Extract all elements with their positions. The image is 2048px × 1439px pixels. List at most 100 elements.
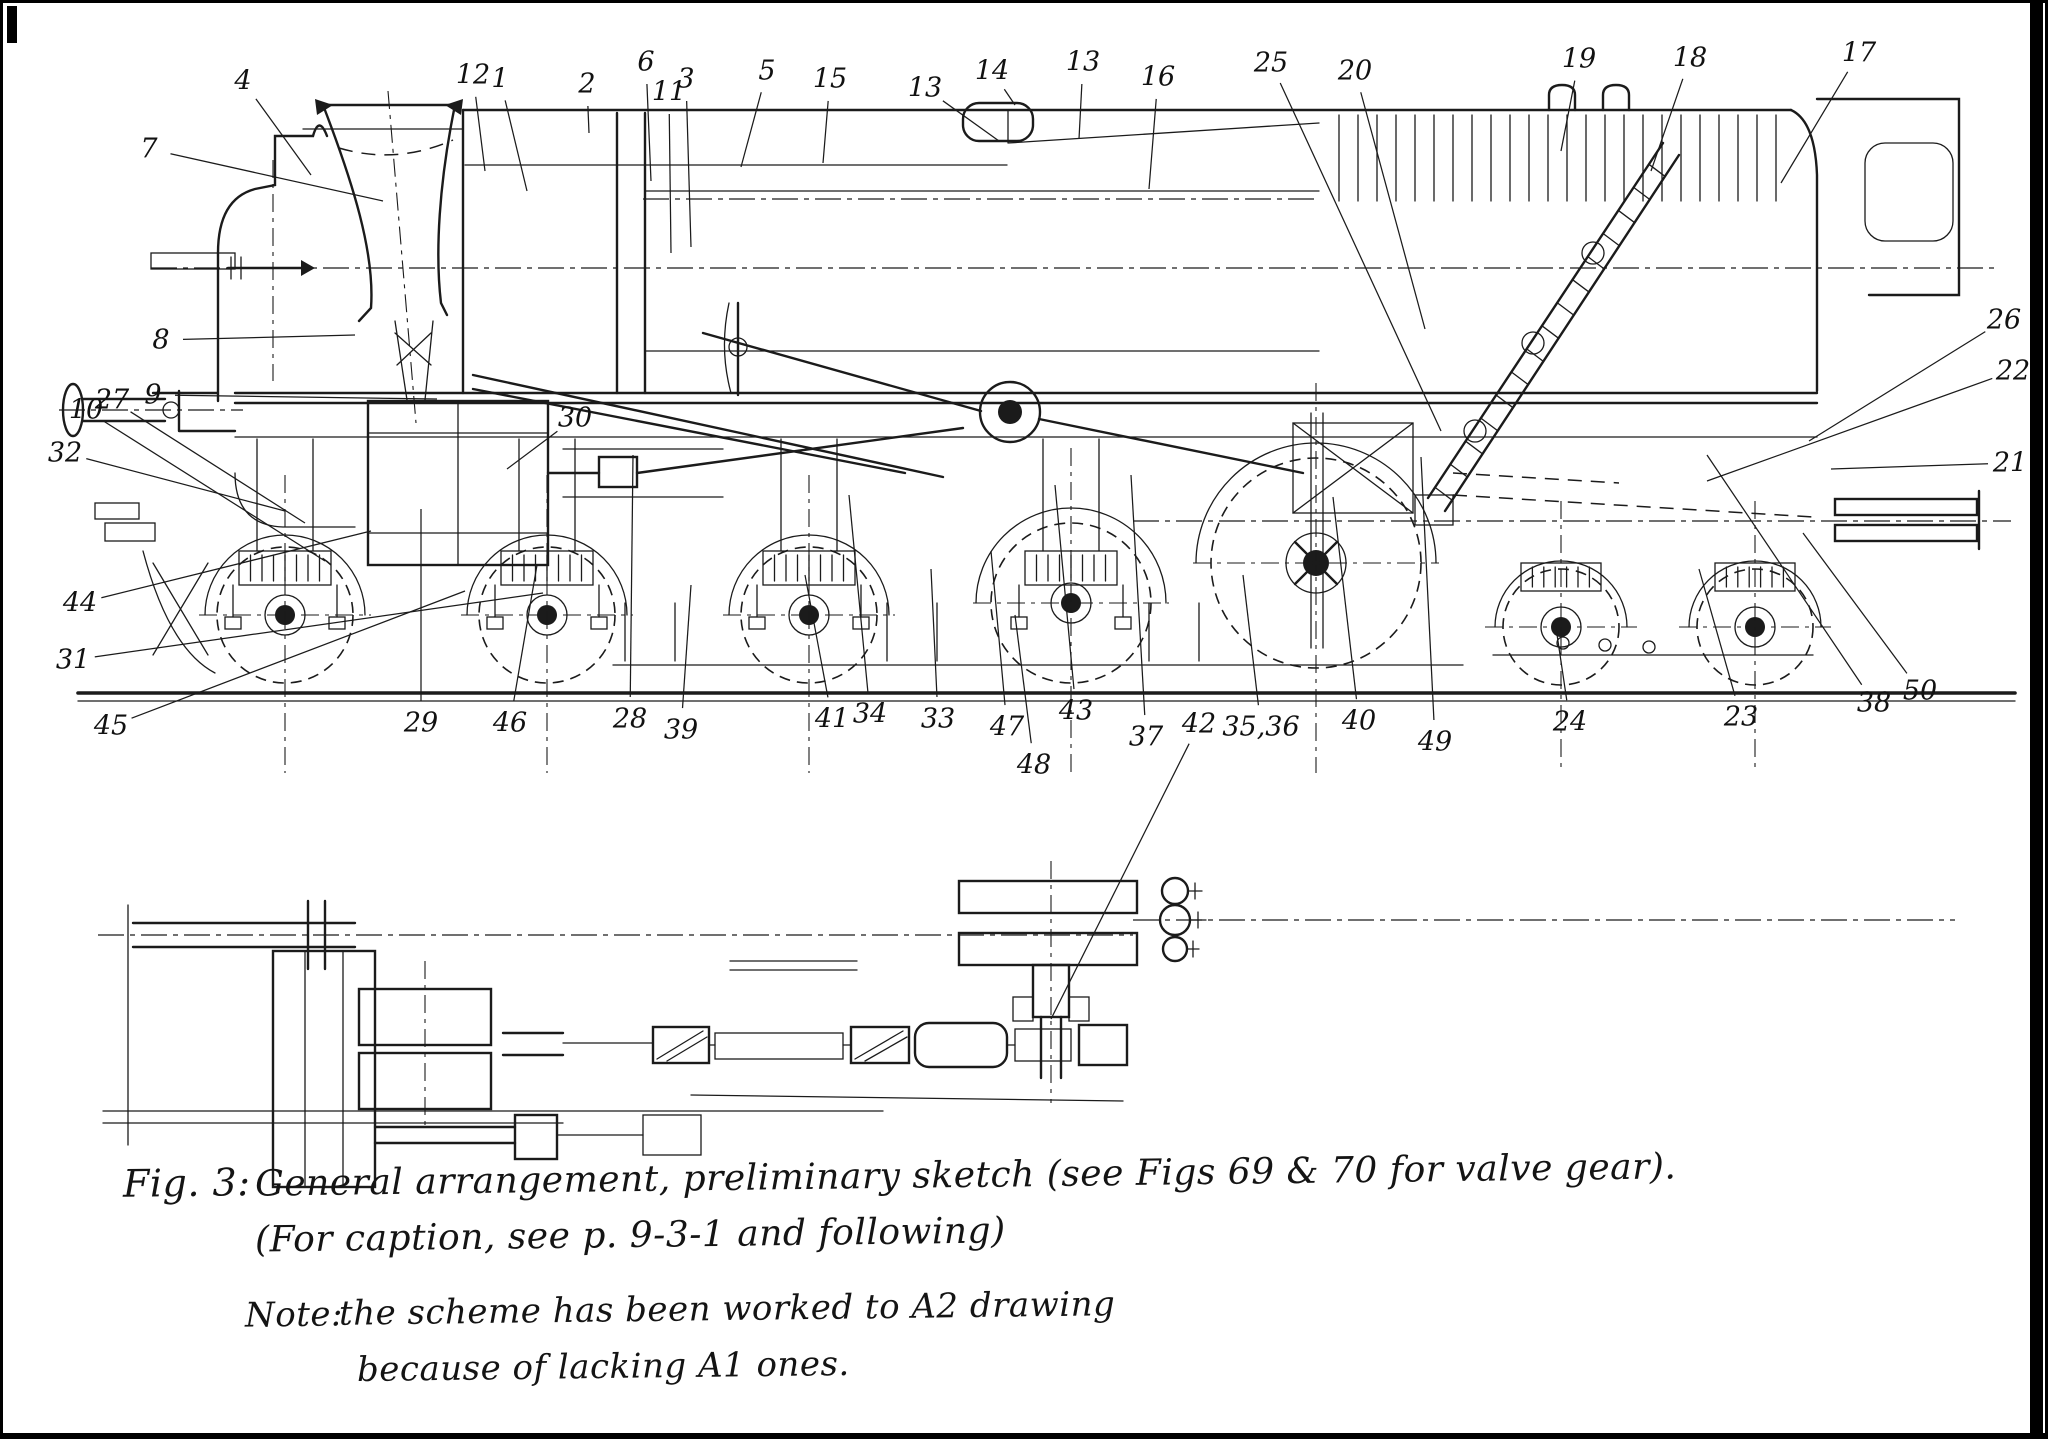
stoker-joint-3 [1463,419,1487,443]
crosshead [597,455,639,489]
leader-line [668,113,672,254]
callout-number: 20 [1337,56,1372,87]
callout-number: 22 [1995,356,2030,387]
callout-number: 2 [577,69,595,100]
callout-45: 45 [93,590,466,742]
front-coupler-bars [81,389,237,433]
callout-number: 31 [56,645,90,676]
callout-number: 23 [1723,702,1758,733]
callout-18: 18 [1650,43,1707,172]
callout-9: 9 [144,380,438,411]
callout-20: 20 [1337,56,1426,330]
callout-number: 15 [813,64,847,95]
front-frame-drop [234,472,356,528]
equalizer-pin-2 [1598,638,1612,652]
spring-pack [1024,550,1118,586]
plan-tie-lines [102,960,1124,1124]
callout-number: 45 [93,711,128,742]
leader-line [475,96,486,172]
leader-line [513,564,538,702]
callout-number: 47 [989,712,1025,743]
plan-shaft [501,1031,565,1057]
bunker-rear-curve [1789,108,1819,393]
callout-number: 24 [1552,707,1587,738]
wheel [1679,501,1831,773]
callout-number: 5 [758,56,775,87]
plan-ujoint-3 [1161,935,1189,963]
firebox-frame [1292,422,1414,514]
wheel [461,438,633,773]
cylinder-details [367,400,549,566]
callout-44: 44 [62,530,372,619]
leader-line [1332,496,1358,700]
callout-34: 34 [848,494,887,730]
wheel [723,438,895,773]
plan-axle-front [131,899,357,971]
exhaust-funnel [321,103,457,323]
leader-line [86,458,286,512]
expansion-link [723,302,732,394]
callout-25: 25 [1253,48,1442,432]
spring-pack [1520,562,1602,592]
blast-rod-arrow [301,260,315,276]
callout-42: 42 [1050,709,1216,1020]
callout-7: 7 [140,134,384,202]
slide-bars [562,448,724,498]
callout-number: 49 [1417,727,1452,758]
wheel [1485,501,1637,773]
corner-tick-mark [7,6,17,43]
callout-33: 33 [921,568,955,735]
callout-38: 38 [1706,454,1891,719]
leader-line [1242,574,1260,706]
stoker-end-box [1414,494,1454,526]
wheel [199,438,371,773]
callout-15: 15 [813,64,847,164]
leader-line [1014,614,1032,744]
plan-ujoint-1 [1160,876,1190,906]
spring-pack [500,550,594,586]
callout-number: 1 [491,64,508,95]
callout-number: 19 [1562,44,1596,75]
leader-line [1650,78,1684,172]
brake-hangers [624,602,1200,662]
plan-piston-rod [373,1125,517,1145]
leader-line [646,83,652,182]
leader-line [1148,98,1157,190]
leader-line [1054,484,1075,690]
cab-window [1864,142,1954,242]
callout-number: 9 [144,380,161,411]
leader-line [942,100,1000,142]
wheel-sets [199,383,1831,773]
callout-11: 11 [652,77,686,254]
callout-2: 2 [577,69,596,134]
callout-32: 32 [48,438,286,512]
trailing-truck-dashes [1452,472,1814,518]
leader-line [1279,82,1442,432]
plan-rod-middle [714,1032,844,1060]
callout-30: 30 [506,403,592,470]
leader-line [629,454,634,698]
plan-bracket [642,1114,702,1156]
rear-buffer-lower [1833,523,1979,543]
callout-number: 28 [612,704,647,735]
callout-40: 40 [1332,496,1376,737]
callout-number: 35,36 [1222,712,1299,743]
callout-number: 41 [814,704,849,735]
blast-rod-collars [230,256,242,280]
callout-24: 24 [1552,620,1587,738]
body-secondary-lines [302,128,1008,166]
plan-rod-end-1 [1014,1028,1072,1062]
callout-16: 16 [1141,62,1175,190]
leader-line [104,421,326,562]
plan-cylinder-lines [304,950,344,1188]
front-platform [150,252,236,270]
motion-rods [471,331,1305,479]
callout-number: 39 [664,715,698,746]
leader-line [587,105,590,134]
bunker-vent-caps [1547,83,1631,112]
plan-gland [513,1113,559,1161]
hatching-decorations [1338,114,1777,501]
leader-line [1706,454,1863,686]
